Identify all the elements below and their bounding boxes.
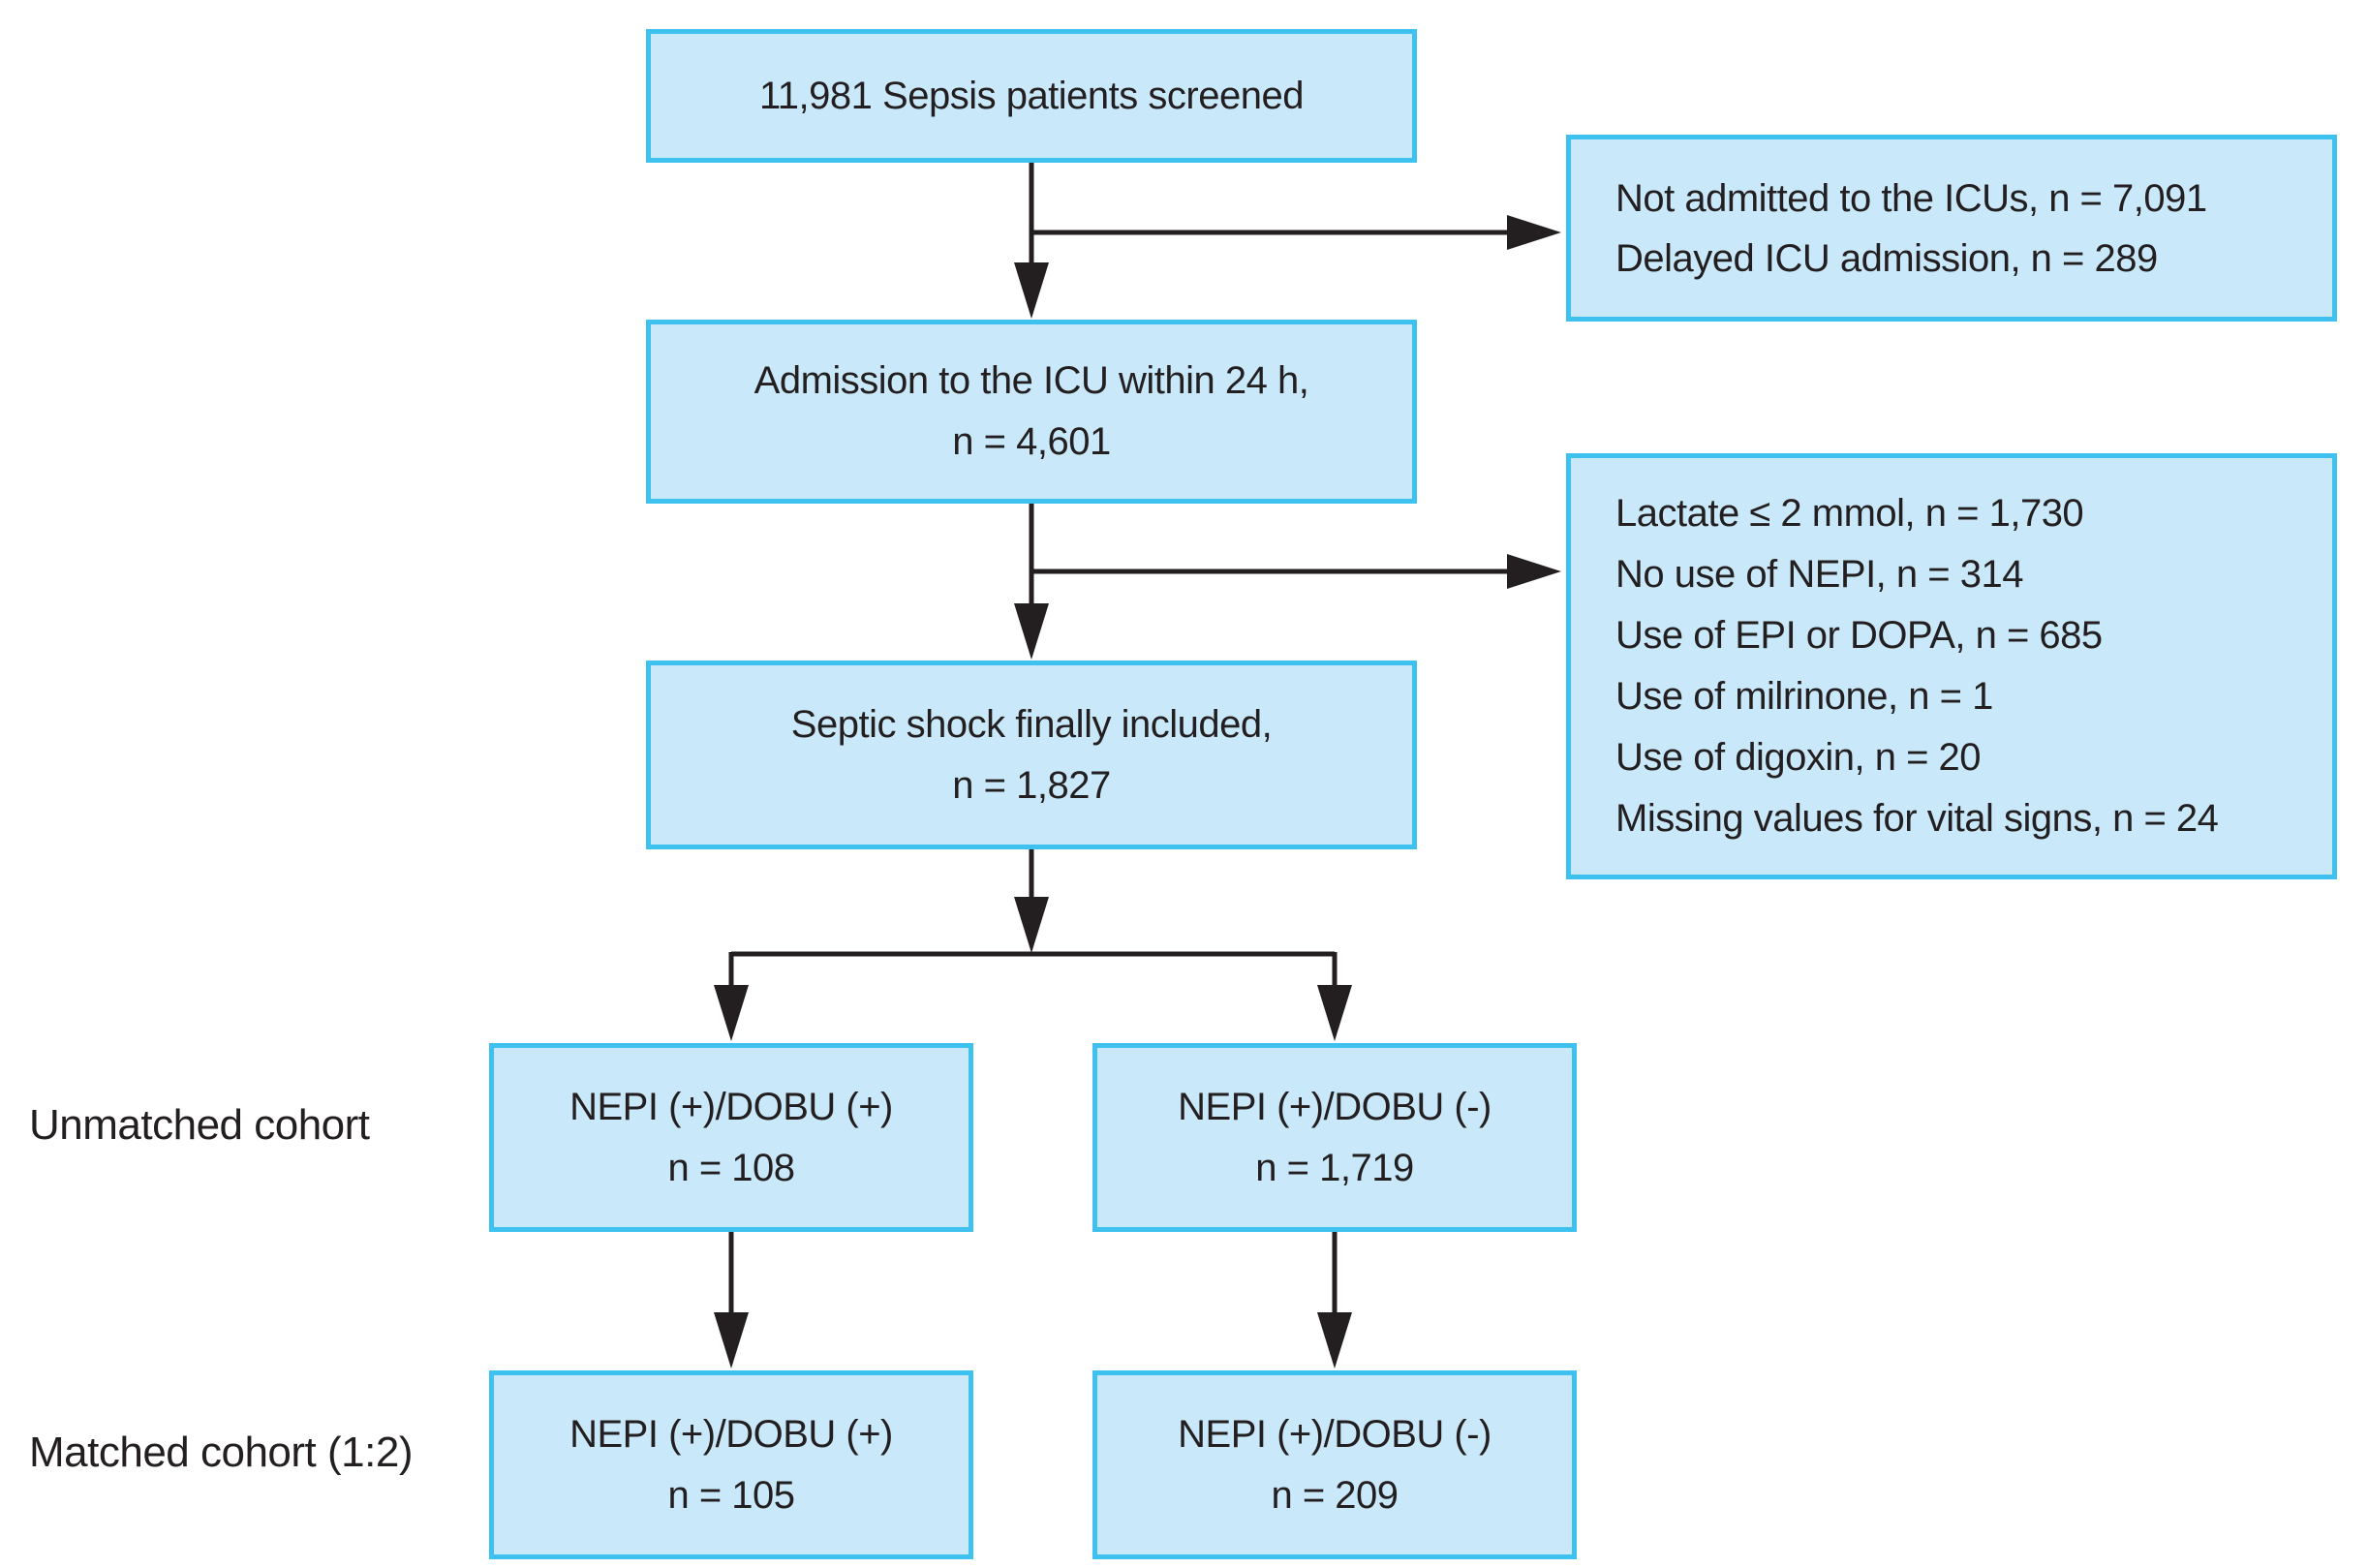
arrowhead — [1507, 554, 1561, 589]
box-sepsis-screened: 11,981 Sepsis patients screened — [646, 29, 1417, 163]
box-text-line: n = 209 — [1271, 1473, 1399, 1517]
row-label-matched-cohort: Matched cohort (1:2) — [29, 1429, 413, 1476]
box-text-line: n = 105 — [667, 1473, 795, 1517]
box-text-line: n = 4,601 — [952, 420, 1111, 463]
box-text-line: Missing values for vital signs, n = 24 — [1615, 797, 2219, 840]
arrowhead — [1014, 603, 1049, 660]
box-text-line: No use of NEPI, n = 314 — [1615, 553, 2023, 596]
arrow-admission-to-septic — [1014, 502, 1049, 660]
arrowhead — [714, 985, 749, 1041]
arrow-screened-to-admission — [1014, 161, 1049, 319]
box-text-line: n = 1,827 — [952, 763, 1111, 807]
arrow-branch-exclusions — [1031, 554, 1561, 589]
arrowhead — [1014, 262, 1049, 319]
row-label-unmatched-cohort: Unmatched cohort — [29, 1101, 370, 1149]
arrowhead — [714, 1312, 749, 1368]
arrowhead — [1507, 215, 1561, 250]
box-text-line: NEPI (+)/DOBU (+) — [569, 1412, 893, 1456]
box-matched-nepi-dobu-neg: NEPI (+)/DOBU (-) n = 209 — [1092, 1370, 1577, 1559]
arrow-splitter-to-unmatched-neg — [1317, 952, 1352, 1041]
box-text-line: 11,981 Sepsis patients screened — [759, 74, 1304, 117]
arrowhead — [1317, 1312, 1352, 1368]
box-text-line: Use of digoxin, n = 20 — [1615, 736, 1982, 779]
box-icu-admission: Admission to the ICU within 24 h, n = 4,… — [646, 320, 1417, 504]
arrowhead — [1317, 985, 1352, 1041]
box-exclusion-criteria: Lactate ≤ 2 mmol, n = 1,730 No use of NE… — [1566, 453, 2337, 879]
box-text-line: Delayed ICU admission, n = 289 — [1615, 236, 2158, 280]
box-text-line: Admission to the ICU within 24 h, — [753, 359, 1309, 402]
box-unmatched-nepi-dobu-neg: NEPI (+)/DOBU (-) n = 1,719 — [1092, 1043, 1577, 1232]
arrow-unmatched-to-matched-pos — [714, 1232, 749, 1368]
box-unmatched-nepi-dobu-pos: NEPI (+)/DOBU (+) n = 108 — [489, 1043, 973, 1232]
box-septic-shock-included: Septic shock finally included, n = 1,827 — [646, 661, 1417, 849]
box-text-line: Septic shock finally included, — [790, 702, 1273, 746]
arrow-unmatched-to-matched-neg — [1317, 1232, 1352, 1368]
box-matched-nepi-dobu-pos: NEPI (+)/DOBU (+) n = 105 — [489, 1370, 973, 1559]
arrow-septic-to-splitter — [1014, 847, 1049, 953]
arrow-splitter-to-unmatched-pos — [714, 952, 749, 1041]
box-text-line: NEPI (+)/DOBU (+) — [569, 1085, 893, 1128]
arrowhead — [1014, 897, 1049, 953]
box-not-admitted-exclusions: Not admitted to the ICUs, n = 7,091 Dela… — [1566, 135, 2337, 322]
arrow-branch-not-admitted — [1031, 215, 1561, 250]
box-text-line: n = 1,719 — [1255, 1146, 1414, 1189]
box-text-line: Use of milrinone, n = 1 — [1615, 675, 1993, 718]
box-text-line: n = 108 — [667, 1146, 795, 1189]
box-text-line: Use of EPI or DOPA, n = 685 — [1615, 614, 2103, 657]
box-text-line: Not admitted to the ICUs, n = 7,091 — [1615, 176, 2207, 220]
box-text-line: NEPI (+)/DOBU (-) — [1178, 1412, 1492, 1456]
box-text-line: Lactate ≤ 2 mmol, n = 1,730 — [1615, 492, 2084, 535]
box-text-line: NEPI (+)/DOBU (-) — [1178, 1085, 1492, 1128]
